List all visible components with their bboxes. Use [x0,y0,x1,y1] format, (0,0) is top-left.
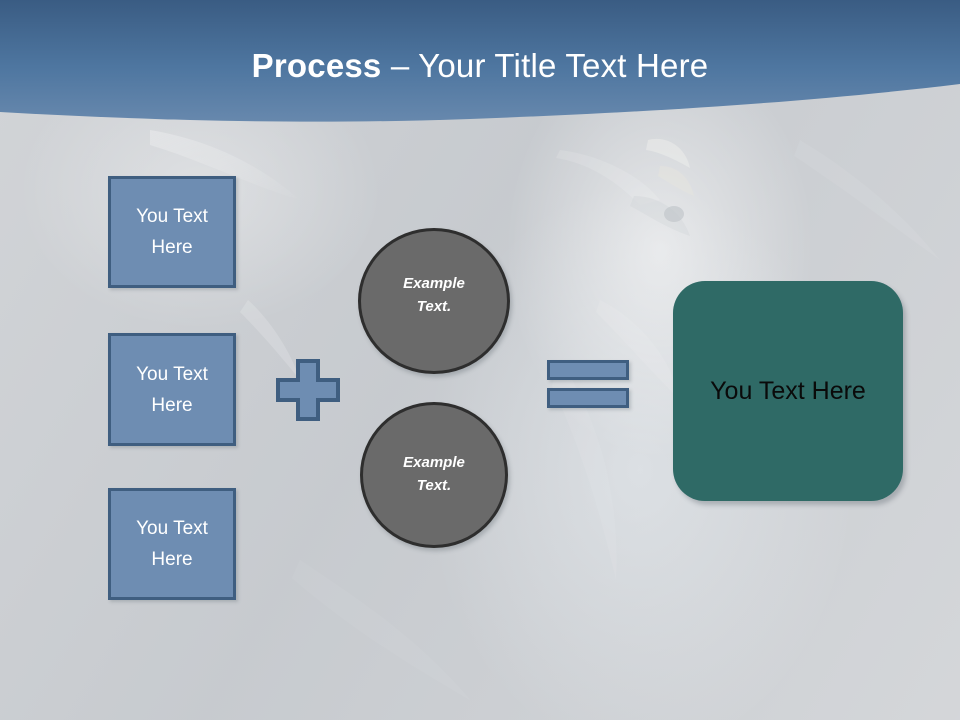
equals-operator-icon [547,360,629,408]
example-circle-1-line1: Example [403,275,465,292]
input-box-3-line1: You Text [136,518,208,539]
input-box-2-line2: Here [151,394,193,416]
input-box-3-line2: Here [151,549,193,570]
page-title: Process – Your Title Text Here [0,46,960,86]
header-shape [0,0,960,122]
result-box[interactable]: You Text Here [673,281,903,501]
input-box-3[interactable]: You Text Here [108,488,236,600]
input-box-1-line2: Here [151,237,193,258]
example-circle-2-line1: Example [403,454,465,471]
example-circle-1-label: Example Text. [403,272,465,318]
input-box-1-line1: You Text [136,206,208,227]
equals-gap [547,380,629,388]
input-box-1-label: You Text Here [136,201,208,263]
plus-operator-icon [276,359,340,421]
equals-bar-bottom [547,388,629,408]
header-band [0,0,960,122]
page-title-rest: – Your Title Text Here [381,47,709,84]
example-circle-1-line2: Text. [416,298,452,315]
input-box-1[interactable]: You Text Here [108,176,236,288]
example-circle-2[interactable]: Example Text. [360,402,508,548]
example-circle-2-label: Example Text. [403,451,465,497]
input-box-2-label: You Text Here [136,359,208,421]
input-box-2[interactable]: You Text Here [108,333,236,446]
page-title-strong: Process [251,47,382,84]
input-box-3-label: You Text Here [136,513,208,575]
result-box-label: You Text Here [710,376,866,405]
example-circle-2-line2: Text. [416,477,452,494]
equals-bar-top [547,360,629,380]
example-circle-1[interactable]: Example Text. [358,228,510,374]
input-box-2-line1: You Text [136,363,208,385]
